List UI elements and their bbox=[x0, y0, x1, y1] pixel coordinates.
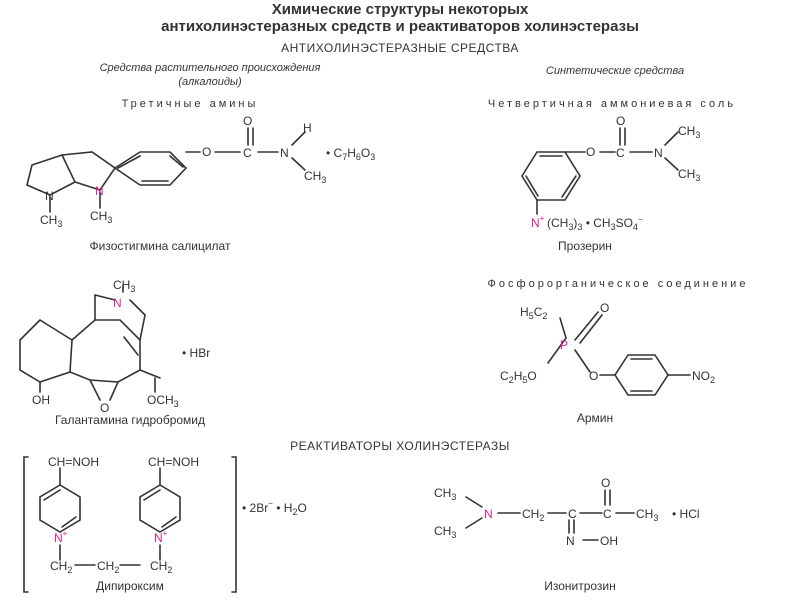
svg-text:N: N bbox=[45, 189, 54, 203]
proserin-name: Прозерин bbox=[558, 239, 612, 253]
svg-text:H: H bbox=[303, 121, 312, 135]
physostigmine-name: Физостигмина салицилат bbox=[90, 239, 231, 253]
svg-text:N: N bbox=[566, 534, 575, 548]
svg-text:H5C2: H5C2 bbox=[520, 305, 547, 321]
svg-text:CH3: CH3 bbox=[40, 213, 62, 229]
svg-text:CH2: CH2 bbox=[97, 559, 119, 575]
svg-text:N: N bbox=[654, 146, 663, 160]
svg-text:O: O bbox=[589, 369, 598, 383]
svg-text:O: O bbox=[601, 476, 610, 490]
galantamine-structure bbox=[19, 284, 161, 401]
svg-text:OH: OH bbox=[32, 393, 50, 407]
svg-text:O: O bbox=[202, 145, 211, 159]
svg-text:CH2: CH2 bbox=[150, 559, 172, 575]
svg-text:CH3: CH3 bbox=[434, 524, 456, 540]
synthetic-heading: Синтетические средства bbox=[546, 65, 684, 77]
svg-text:OH: OH bbox=[600, 534, 618, 548]
svg-text:CH3: CH3 bbox=[90, 209, 112, 225]
svg-text:C: C bbox=[603, 507, 612, 521]
isonitrosine-name: Изонитрозин bbox=[544, 579, 616, 593]
svg-text:N+: N+ bbox=[531, 214, 545, 230]
svg-text:N+: N+ bbox=[154, 529, 168, 545]
svg-text:O: O bbox=[616, 114, 625, 128]
svg-text:CH3: CH3 bbox=[678, 124, 700, 140]
svg-text:C: C bbox=[568, 507, 577, 521]
svg-text:OCH3: OCH3 bbox=[147, 393, 179, 409]
svg-text:N+: N+ bbox=[54, 529, 68, 545]
svg-text:C: C bbox=[243, 146, 252, 160]
dipiroxim-structure bbox=[23, 456, 237, 593]
svg-text:C2H5O: C2H5O bbox=[500, 369, 537, 385]
dipiroxim-name: Дипироксим bbox=[96, 579, 164, 593]
tertiary-amines-heading: Третичные амины bbox=[122, 98, 259, 110]
svg-text:O: O bbox=[586, 145, 595, 159]
svg-text:O: O bbox=[243, 114, 252, 128]
svg-text:(CH3)3 • CH3SO4−: (CH3)3 • CH3SO4− bbox=[547, 215, 643, 232]
organophosphorus-heading: Фосфорорганическое соединение bbox=[488, 278, 749, 290]
svg-text:N: N bbox=[484, 507, 493, 521]
svg-text:• HBr: • HBr bbox=[182, 346, 210, 360]
svg-text:C: C bbox=[616, 146, 625, 160]
svg-text:CH2: CH2 bbox=[50, 559, 72, 575]
plant-origin-line1: Средства растительного происхождения bbox=[100, 62, 321, 74]
svg-text:N: N bbox=[95, 184, 104, 198]
plant-origin-line2: (алкалоиды) bbox=[178, 76, 242, 88]
section-anticholinesterase: АНТИХОЛИНЭСТЕРАЗНЫЕ СРЕДСТВА bbox=[281, 41, 519, 55]
svg-text:N: N bbox=[113, 296, 122, 310]
svg-text:P: P bbox=[560, 338, 568, 352]
svg-text:CH3: CH3 bbox=[678, 167, 700, 183]
title-line2: антихолинэстеразных средств и реактивато… bbox=[161, 18, 639, 35]
svg-text:N: N bbox=[280, 146, 289, 160]
svg-text:CH3: CH3 bbox=[434, 486, 456, 502]
section-reactivators: РЕАКТИВАТОРЫ ХОЛИНЭСТЕРАЗЫ bbox=[290, 439, 510, 453]
proserin-structure bbox=[521, 127, 679, 215]
svg-text:CH=NOH: CH=NOH bbox=[48, 455, 99, 469]
svg-text:• 2Br− • H2O: • 2Br− • H2O bbox=[242, 499, 307, 517]
svg-text:O: O bbox=[600, 301, 609, 315]
svg-text:CH3: CH3 bbox=[304, 169, 326, 185]
svg-text:CH2: CH2 bbox=[522, 507, 544, 523]
svg-text:• C7H6O3: • C7H6O3 bbox=[326, 146, 375, 162]
galantamine-name: Галантамина гидробромид bbox=[55, 413, 205, 427]
svg-text:NO2: NO2 bbox=[692, 369, 715, 385]
physostigmine-structure bbox=[26, 127, 306, 213]
svg-text:O: O bbox=[100, 401, 109, 415]
armin-name: Армин bbox=[577, 411, 613, 425]
isonitrosine-structure bbox=[465, 489, 635, 541]
svg-text:CH3: CH3 bbox=[636, 507, 658, 523]
quaternary-ammonium-heading: Четвертичная аммониевая соль bbox=[488, 98, 736, 110]
svg-text:CH3: CH3 bbox=[113, 278, 135, 294]
svg-text:CH=NOH: CH=NOH bbox=[148, 455, 199, 469]
armin-structure bbox=[547, 311, 691, 396]
title-line1: Химические структуры некоторых bbox=[272, 1, 529, 18]
svg-text:• HCl: • HCl bbox=[672, 507, 700, 521]
